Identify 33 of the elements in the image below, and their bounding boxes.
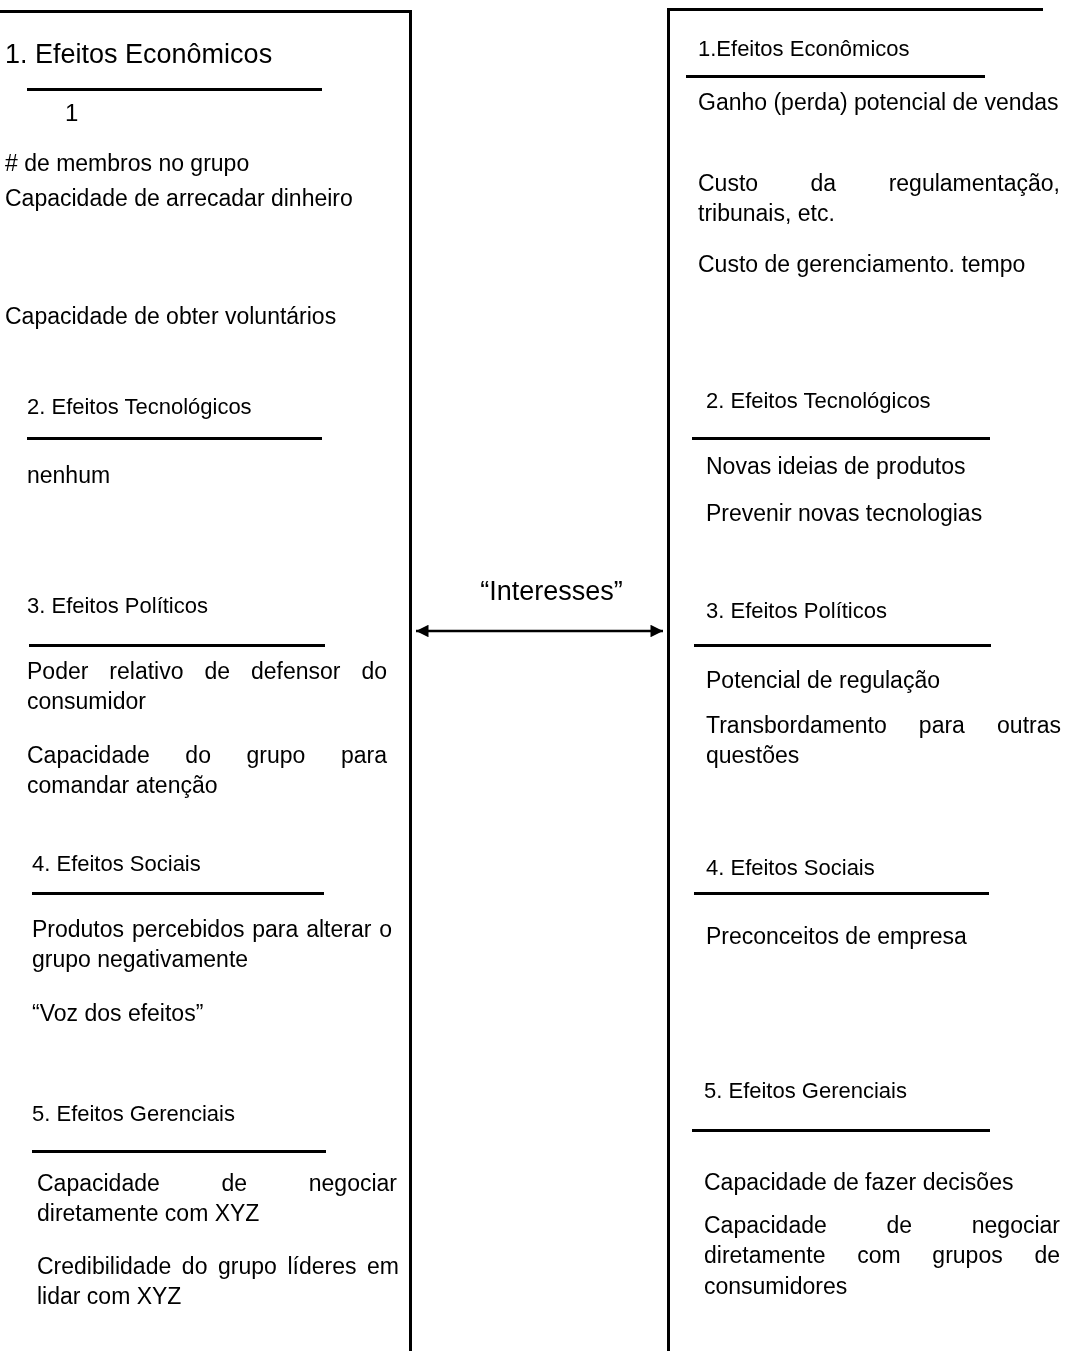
body-text: Capacidade do grupo para comandar atenção [27,741,387,801]
body-text: nenhum [27,461,112,490]
body-text: Transbordamento para outras questões [706,711,1061,771]
section-heading: 3. Efeitos Políticos [706,597,888,625]
body-text: Custo de gerenciamento. tempo [698,250,1027,279]
body-text: “Voz dos efeitos” [32,999,205,1028]
section-heading: 2. Efeitos Tecnológicos [706,387,932,415]
body-text: Produtos percebidos para alterar o grupo negativamente [32,915,392,975]
body-text: Capacidade de negociar diretamente com XYZ [37,1169,397,1229]
body-text: Ganho (perda) potencial de vendas [698,88,1060,117]
body-text: Capacidade de arrecadar dinheiro [5,184,354,213]
double-arrow [416,624,663,638]
body-text: Custo da regulamentação, tribunais, etc. [698,169,1060,229]
body-text: Potencial de regulação [706,666,941,695]
body-text: Novas ideias de produtos [706,452,967,481]
body-text: Capacidade de obter voluntários [5,302,338,331]
section-heading: 4. Efeitos Sociais [32,850,202,878]
section-heading: 3. Efeitos Políticos [27,592,209,620]
body-text: Preconceitos de empresa [706,922,968,951]
section-heading: 5. Efeitos Gerenciais [32,1100,236,1128]
section-heading: 1.Efeitos Econômicos [698,35,911,63]
item-number: 1 [65,98,80,128]
body-text: Credibilidade do grupo líderes em lidar com XYZ [37,1252,399,1312]
section-heading: 1. Efeitos Econômicos [5,38,274,71]
section-heading: 4. Efeitos Sociais [706,854,876,882]
section-heading: 2. Efeitos Tecnológicos [27,393,253,421]
body-text: Poder relativo de defensor do consumidor [27,657,387,717]
section-heading: 5. Efeitos Gerenciais [704,1077,908,1105]
body-text: Capacidade de negociar diretamente com grupos de consumidores [704,1211,1060,1301]
body-text: Prevenir novas tecnologias [706,499,984,528]
body-text: # de membros no grupo [5,149,251,178]
body-text: Capacidade de fazer decisões [704,1168,1015,1197]
panel-frame [0,10,412,1351]
